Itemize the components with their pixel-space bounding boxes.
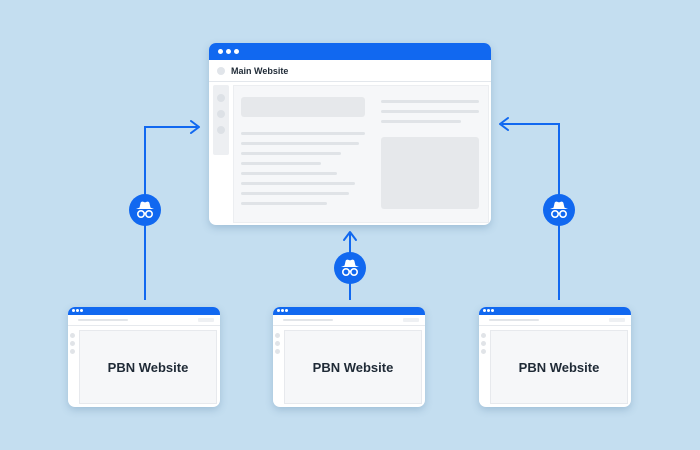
incognito-icon (334, 252, 366, 284)
incognito-icon (129, 194, 161, 226)
sidebar-dot-icon (481, 349, 486, 354)
divider (479, 325, 631, 326)
placeholder-line (241, 172, 337, 175)
address-bar (283, 319, 333, 321)
sidebar-dot-icon (70, 341, 75, 346)
pbn-website-label: PBN Website (312, 359, 394, 375)
pbn-website-window: PBN Website (273, 307, 425, 407)
placeholder-banner (241, 97, 365, 117)
placeholder-image (381, 137, 479, 209)
toolbar-block (198, 318, 214, 322)
main-website-title: Main Website (231, 66, 289, 76)
window-dot-icon (76, 309, 79, 312)
connector-middle (334, 231, 366, 300)
toolbar-block (403, 318, 419, 322)
browser-titlebar (68, 307, 220, 315)
divider (68, 325, 220, 326)
connector-left-line (144, 126, 197, 300)
placeholder-line (381, 100, 479, 103)
sidebar-dot-icon (217, 126, 225, 134)
placeholder-line (241, 142, 359, 145)
divider (273, 325, 425, 326)
placeholder-line (241, 162, 321, 165)
window-dot-icon (491, 309, 494, 312)
sidebar-dot-icon (275, 349, 280, 354)
sidebar-dot-icon (481, 341, 486, 346)
main-website-window: Main Website (209, 43, 491, 225)
window-dot-icon (281, 309, 284, 312)
window-dot-icon (72, 309, 75, 312)
pbn-website-label: PBN Website (107, 359, 189, 375)
placeholder-line (241, 182, 355, 185)
connector-middle-arrowhead (343, 231, 357, 241)
sidebar-dot-icon (275, 333, 280, 338)
sidebar-dot-icon (481, 333, 486, 338)
address-bar (78, 319, 128, 321)
main-content-area (233, 85, 489, 223)
window-dot-icon (487, 309, 490, 312)
pbn-content-area: PBN Website (284, 330, 422, 404)
browser-titlebar (209, 43, 491, 60)
connector-right-arrowhead (499, 117, 509, 131)
pbn-website-window: PBN Website (68, 307, 220, 407)
placeholder-line (381, 120, 461, 123)
browser-titlebar (479, 307, 631, 315)
connector-right-line (502, 123, 560, 300)
toolbar-block (609, 318, 625, 322)
window-dot-icon (218, 49, 223, 54)
sidebar-dot-icon (70, 349, 75, 354)
placeholder-line (241, 202, 327, 205)
address-circle-icon (217, 67, 225, 75)
sidebar-dot-icon (217, 94, 225, 102)
window-dot-icon (277, 309, 280, 312)
pbn-website-label: PBN Website (518, 359, 600, 375)
sidebar-dot-icon (275, 341, 280, 346)
address-bar (489, 319, 539, 321)
connector-left (129, 120, 200, 300)
placeholder-line (381, 110, 479, 113)
connector-left-arrowhead (190, 120, 200, 134)
connector-right (499, 117, 575, 300)
browser-titlebar (273, 307, 425, 315)
placeholder-line (241, 192, 349, 195)
pbn-website-window: PBN Website (479, 307, 631, 407)
incognito-icon (543, 194, 575, 226)
window-dot-icon (285, 309, 288, 312)
sidebar-dot-icon (217, 110, 225, 118)
pbn-content-area: PBN Website (79, 330, 217, 404)
placeholder-line (241, 152, 341, 155)
window-dot-icon (234, 49, 239, 54)
main-sidebar (213, 85, 229, 155)
sidebar-dot-icon (70, 333, 75, 338)
divider (209, 81, 491, 82)
placeholder-line (241, 132, 365, 135)
window-dot-icon (483, 309, 486, 312)
window-dot-icon (226, 49, 231, 54)
window-dot-icon (80, 309, 83, 312)
pbn-content-area: PBN Website (490, 330, 628, 404)
